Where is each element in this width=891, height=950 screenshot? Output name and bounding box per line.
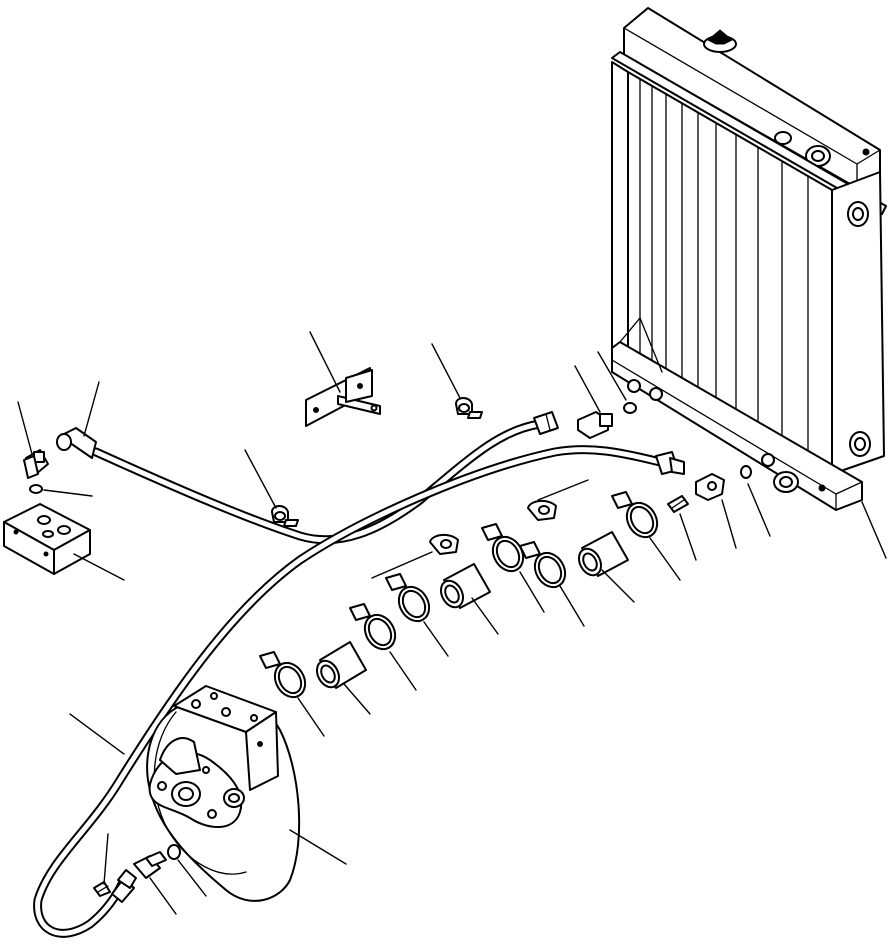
clamp-icon (455, 397, 483, 419)
o-ring-icon (167, 844, 181, 860)
clamp-icon (271, 505, 299, 527)
sleeve-icon (315, 641, 367, 689)
radiator-side-left (611, 61, 629, 356)
radiator-side-right (831, 171, 885, 475)
clamp-icon (349, 603, 397, 651)
cap-icon (703, 29, 737, 53)
upper-hose (56, 411, 559, 545)
fitting-icon (23, 449, 49, 479)
radiator-outlet-icon (774, 131, 870, 167)
block-icon (3, 503, 91, 575)
long-hose (33, 445, 685, 938)
o-ring-icon (29, 484, 43, 494)
radiator (611, 7, 887, 511)
pump-icon (146, 685, 301, 902)
clamp-icon (611, 491, 659, 539)
radiator-fins (639, 79, 809, 457)
radiator-inlet-icon (773, 471, 799, 493)
fitting-icon (133, 851, 167, 879)
clamp-icon (429, 534, 459, 555)
sleeve-icon (577, 531, 629, 577)
o-ring-icon (740, 465, 752, 479)
o-ring-icon (623, 402, 637, 414)
clamp-icon (527, 500, 557, 521)
fitting-icon (93, 881, 111, 897)
fitting-icon (667, 495, 689, 513)
clamp-icon (259, 651, 307, 699)
bracket-icon (305, 367, 381, 427)
fitting-icon (695, 473, 725, 501)
radiator-header (611, 51, 887, 215)
leader-lines (17, 331, 887, 915)
clamp-icon (519, 541, 567, 589)
fitting-icon (577, 411, 613, 439)
clamp-icon (385, 573, 431, 623)
sleeve-icon (439, 563, 491, 609)
